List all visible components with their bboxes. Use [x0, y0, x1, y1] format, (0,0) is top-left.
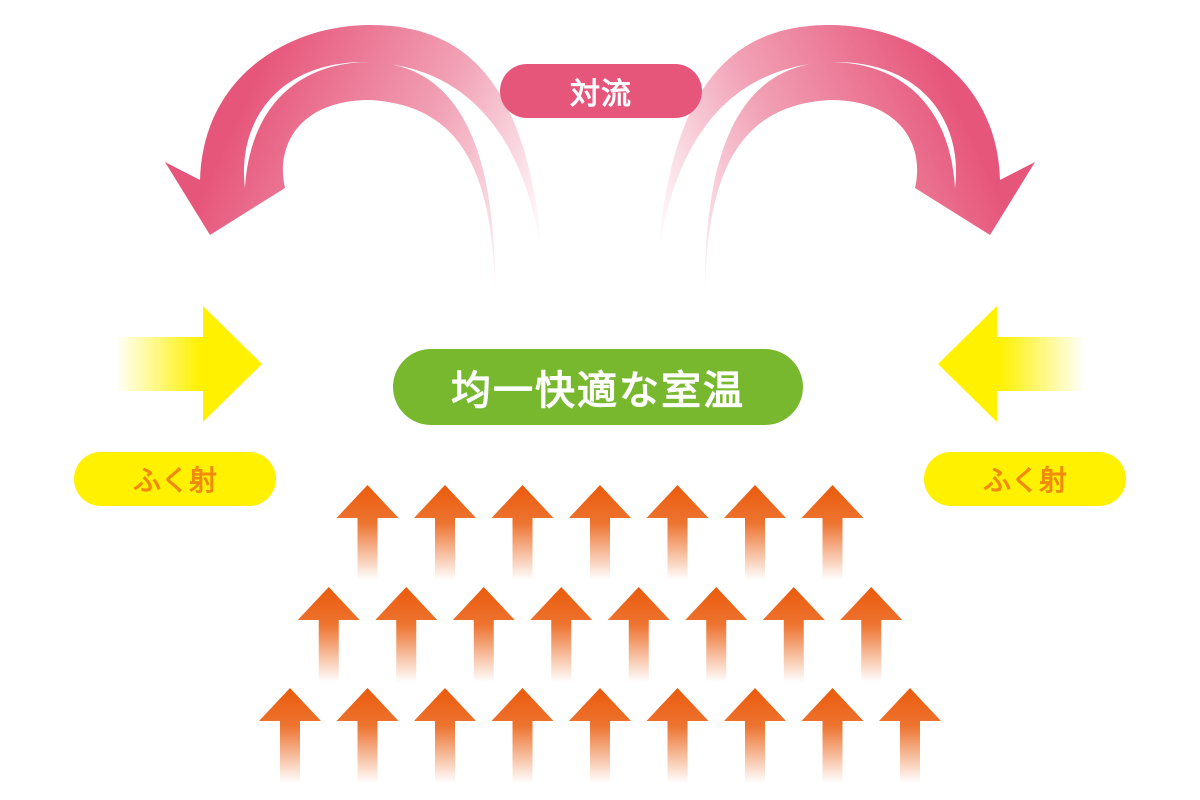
up-arrow-icon	[336, 688, 399, 783]
curved-arrow-icon	[655, 25, 1035, 290]
convection-label: 対流	[500, 64, 702, 118]
up-arrow-icon	[297, 587, 360, 682]
up-arrow-icon	[530, 587, 593, 682]
up-arrow-icon	[724, 485, 786, 580]
convection-arrow-left	[165, 25, 545, 290]
up-arrow-icon	[724, 688, 786, 783]
radiation-arrow-left	[115, 306, 262, 422]
up-arrow-icon	[414, 688, 476, 783]
up-arrow-icon	[879, 688, 941, 783]
left-arrow-icon	[938, 306, 1085, 422]
up-arrow-icon	[336, 485, 399, 580]
up-arrow-icon	[646, 688, 709, 783]
up-arrow-icon	[569, 485, 631, 580]
radiation-label-right: ふく射	[924, 452, 1126, 506]
up-arrow-icon	[685, 587, 748, 682]
radiation-label-left-text: ふく射	[132, 464, 217, 497]
up-arrow-icon	[840, 587, 903, 682]
up-arrow-icon	[801, 688, 864, 783]
room-temperature-label: 均一快適な室温	[393, 349, 803, 425]
radiation-label-right-text: ふく射	[982, 464, 1067, 497]
radiation-arrow-right	[938, 306, 1085, 422]
up-arrow-icon	[259, 688, 321, 783]
up-arrow-icon	[375, 587, 438, 682]
room-temperature-label-text: 均一快適な室温	[451, 368, 745, 414]
curved-arrow-icon	[165, 25, 545, 290]
convection-label-text: 対流	[570, 77, 632, 112]
up-arrow-icon	[452, 587, 515, 682]
up-arrow-icon	[491, 688, 554, 783]
up-arrow-icon	[414, 485, 476, 580]
up-arrow-icon	[491, 485, 554, 580]
up-arrow-icon	[646, 485, 709, 580]
up-arrow-icon	[607, 587, 670, 682]
up-arrow-icon	[801, 485, 864, 580]
heat-arrow-grid	[259, 485, 941, 783]
up-arrow-icon	[762, 587, 825, 682]
up-arrow-icon	[569, 688, 631, 783]
right-arrow-icon	[115, 306, 262, 422]
radiation-label-left: ふく射	[74, 452, 276, 506]
convection-arrow-right	[655, 25, 1035, 290]
